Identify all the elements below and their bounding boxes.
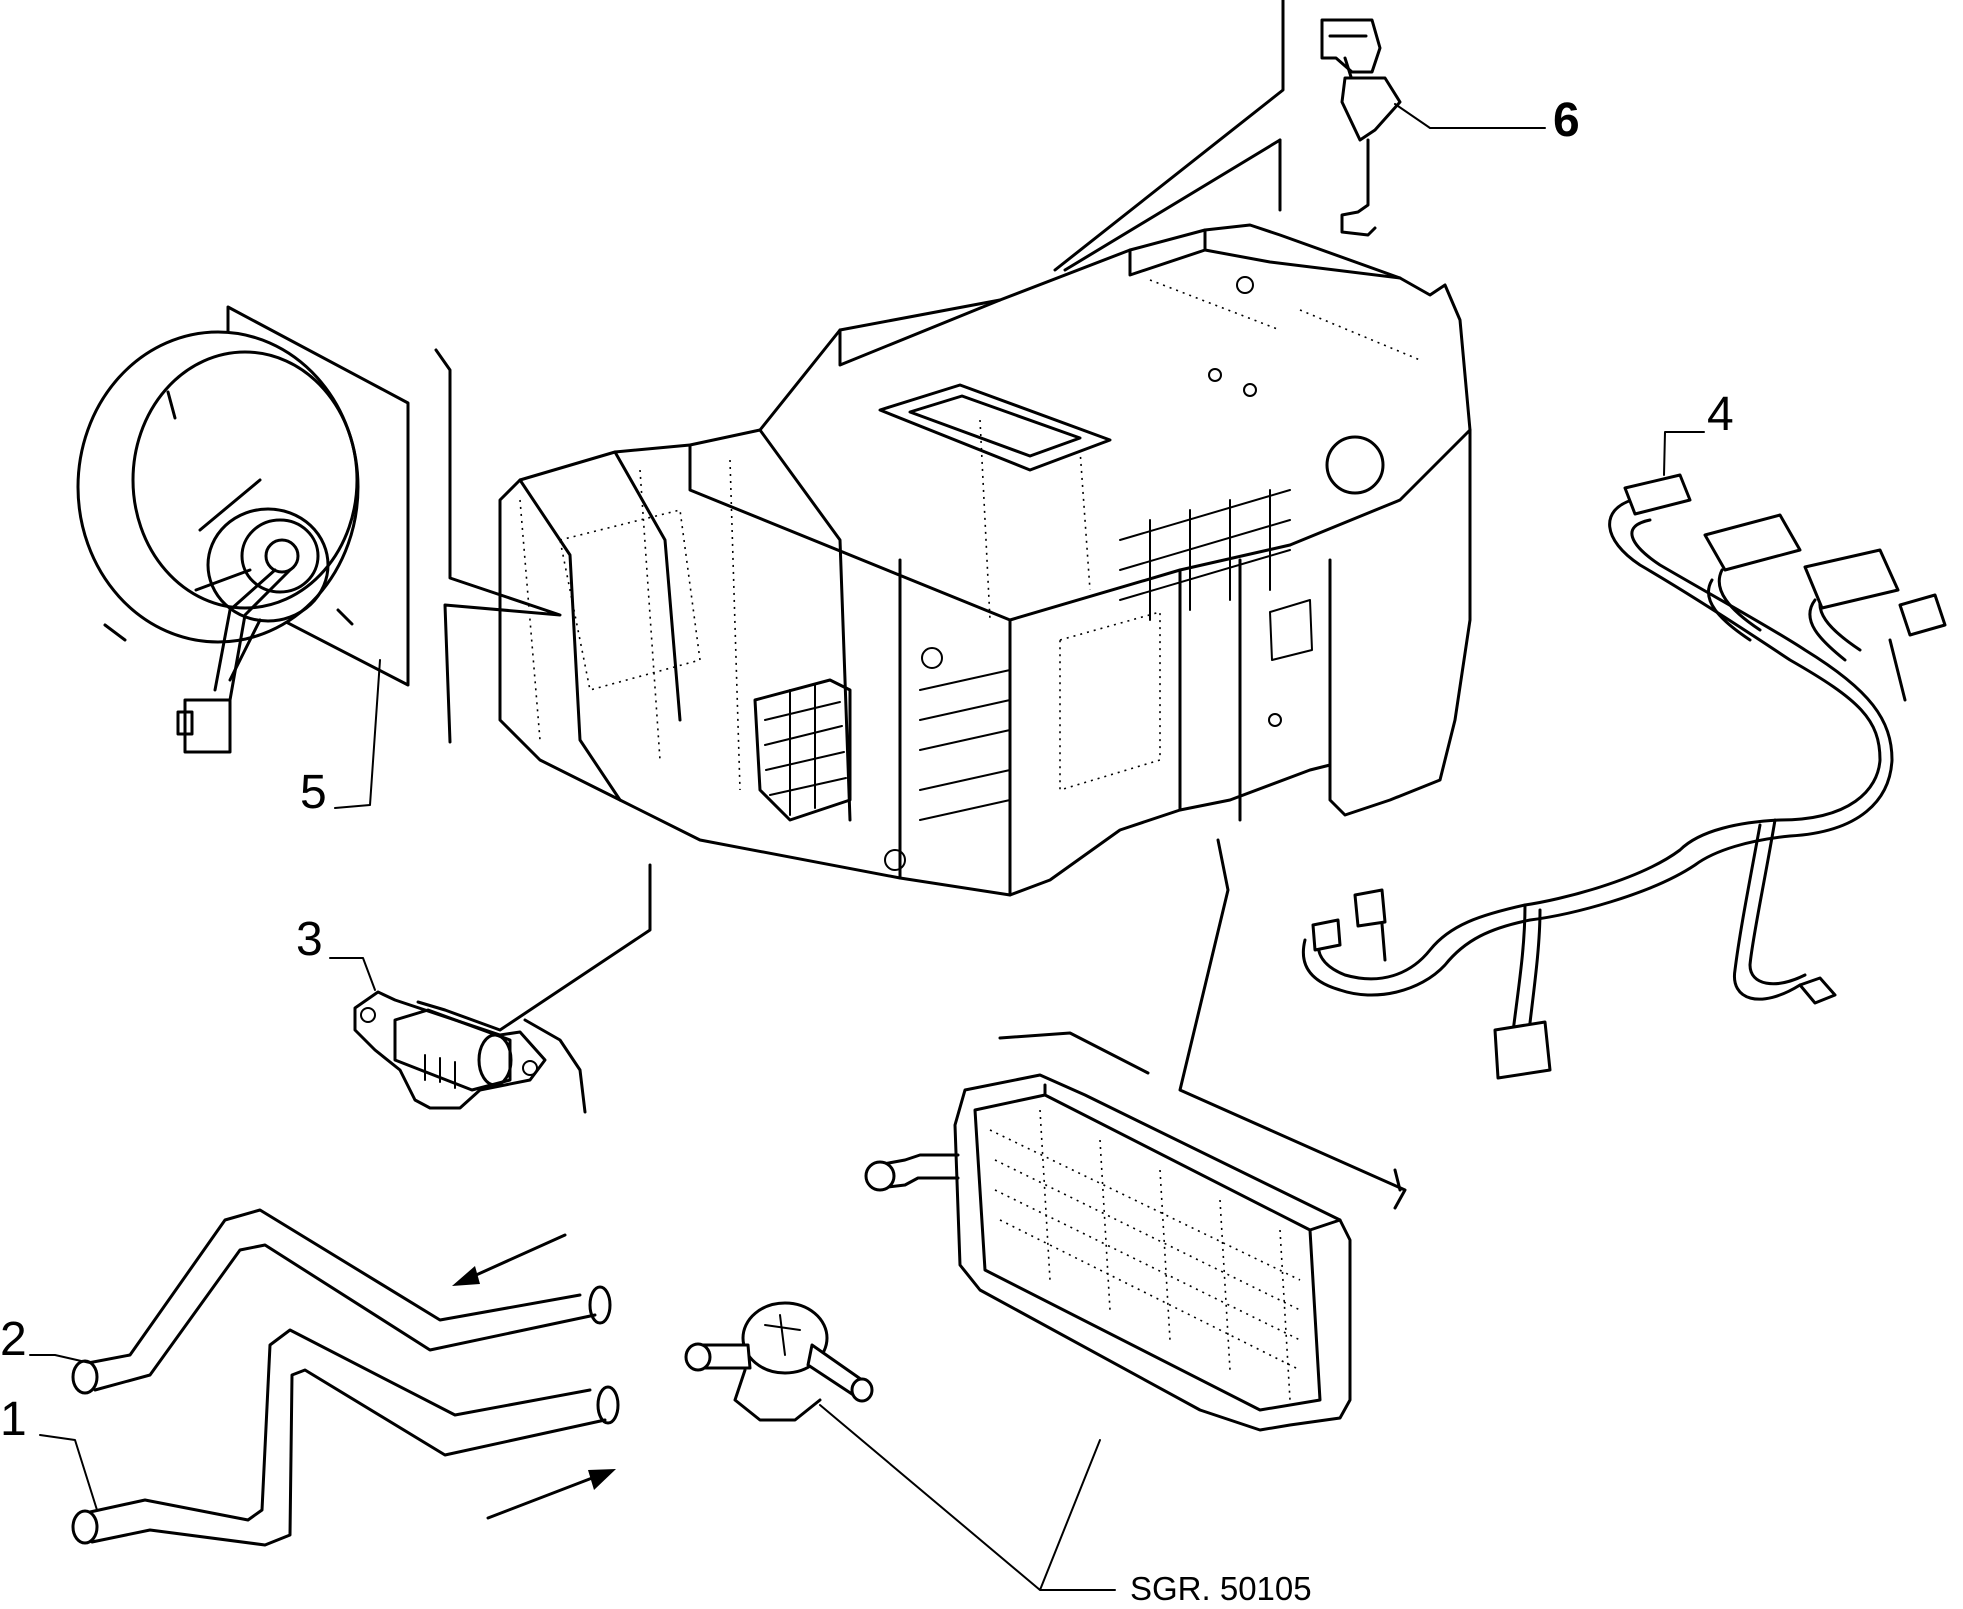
- sensor-part-6: [1320, 18, 1402, 237]
- flow-arrows: [452, 1233, 616, 1520]
- wiring-harness-part-4: [1301, 473, 1947, 1080]
- resistor-part-3: [353, 990, 547, 1110]
- leader-4: [1663, 431, 1705, 476]
- callout-3: 3: [296, 913, 323, 966]
- leader-3: [329, 957, 376, 991]
- blower-motor-part-5: [76, 305, 410, 754]
- leader-5: [334, 659, 381, 809]
- callout-5: 5: [300, 766, 327, 819]
- reference-code: SGR. 50105: [1130, 1570, 1312, 1607]
- heater-housing: [498, 223, 1472, 897]
- callout-4: 4: [1707, 388, 1734, 441]
- leader-2: [29, 1354, 91, 1364]
- water-valve: [684, 1301, 874, 1422]
- exploded-view-guide-lines: [416, 0, 1407, 1210]
- leader-lines: [29, 103, 1705, 1591]
- callout-labels: 6 4 5 3 2 1 SGR. 50105: [0, 94, 1734, 1607]
- leader-6: [1394, 103, 1546, 129]
- callout-1: 1: [0, 1393, 27, 1446]
- heater-core: [864, 1073, 1352, 1432]
- leader-1: [39, 1434, 98, 1511]
- leader-reference: [819, 1404, 1116, 1591]
- hose-part-2: [71, 1208, 612, 1395]
- hose-part-1: [71, 1328, 620, 1547]
- callout-6: 6: [1553, 94, 1580, 147]
- callout-2: 2: [0, 1313, 27, 1366]
